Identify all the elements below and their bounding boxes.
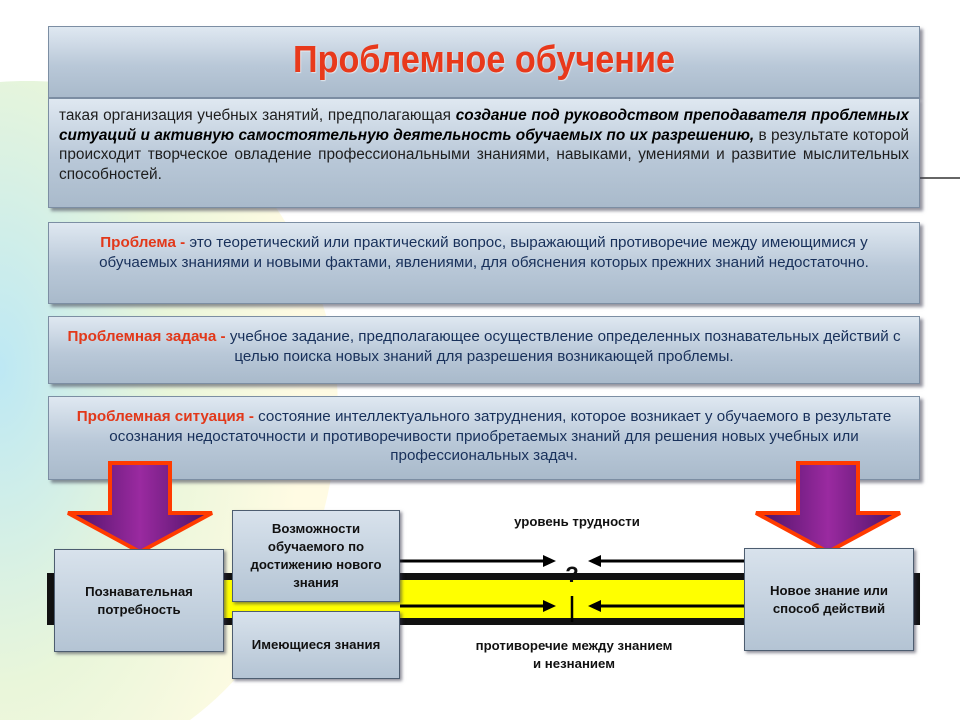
question-mark: ?	[565, 562, 579, 587]
term-problem-text: это теоретический или практический вопро…	[99, 234, 869, 271]
page-title: Проблемное обучение	[292, 39, 676, 81]
learner-possibilities-box: Возможности обучаемого по достижению нов…	[232, 510, 400, 602]
term-problem: Проблема	[100, 234, 176, 251]
contradiction-label: противоречие между знанием и незнанием	[475, 638, 673, 671]
problem-task-panel: Проблемная задача - учебное задание, пре…	[48, 316, 920, 384]
cognitive-need-box: Познавательная потребность	[54, 549, 224, 652]
term-problem-task-text: учебное задание, предполагающее осуществ…	[229, 328, 901, 365]
existing-knowledge-box: Имеющиеся знания	[232, 611, 400, 679]
definition-text: такая организация учебных занятий, предп…	[59, 106, 909, 184]
new-knowledge-box: Новое знание или способ действий	[744, 548, 914, 651]
definition-part1: такая организация учебных занятий, предп…	[59, 107, 456, 124]
title-panel: Проблемное обучение	[48, 26, 920, 98]
definition-emphasis: создание под руководством преподавателя …	[59, 107, 909, 144]
definition-part2: в результате которой происходит творческ…	[59, 126, 909, 183]
arrow-head-right-icon	[543, 555, 556, 567]
arrow-head-right-icon	[543, 600, 556, 612]
term-problem-situation-text: состояние интеллектуального затруднения,…	[109, 408, 892, 464]
term-problem-task: Проблемная задача	[67, 328, 217, 345]
right-down-arrow-icon	[755, 461, 901, 555]
term-separator: -	[216, 328, 230, 345]
problem-situation-panel: Проблемная ситуация - состояние интеллек…	[48, 396, 920, 480]
term-separator: -	[244, 408, 259, 425]
arrow-head-left-icon	[588, 555, 601, 567]
arrow-head-left-icon	[588, 600, 601, 612]
difficulty-level-label: уровень трудности	[514, 514, 640, 529]
left-down-arrow-icon	[67, 461, 213, 555]
definition-panel: такая организация учебных занятий, предп…	[48, 98, 920, 208]
term-problem-situation: Проблемная ситуация	[76, 408, 245, 425]
term-separator: -	[175, 234, 190, 251]
problem-definition-panel: Проблема - это теоретический или практич…	[48, 222, 920, 304]
